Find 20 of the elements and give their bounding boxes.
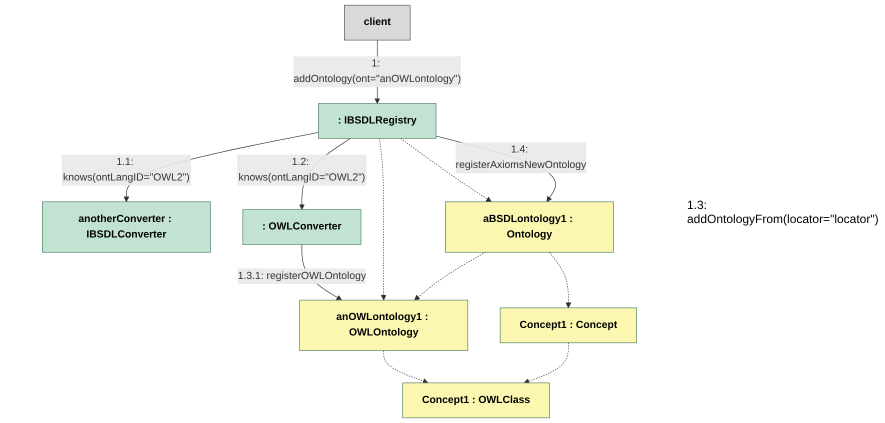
arrow [414,252,486,300]
edge-label: 1.1: knows(ontLangID="OWL2") [63,156,190,184]
node-box: Concept1 : OWLClass [402,382,550,418]
arrow [524,342,569,384]
arrow [383,350,428,384]
node-box: anOWLontology1 : OWLOntology [299,300,468,351]
node-box: client [344,4,410,40]
node-box: : IBSDLRegistry [318,103,436,139]
arrow [400,138,492,202]
node-box: anotherConverter : IBSDLConverter [42,201,211,253]
arrow [549,252,572,308]
node-box: aBSDLontology1 : Ontology [445,201,614,253]
message-label: 1.3: addOntologyFrom(locator="locator") [687,198,877,226]
edge-label: 1.4: registerAxiomsNewOntology [456,144,586,171]
edge-label: 1.3.1: registerOWLOntology [238,270,366,282]
node-box: Concept1 : Concept [500,308,638,344]
arrow [379,138,386,300]
edge-label: 1.2: knows(ontLangID="OWL2") [238,156,366,184]
edge-label: 1: addOntology(ont="anOWLontology") [293,58,462,85]
node-box: : OWLConverter [242,209,362,245]
